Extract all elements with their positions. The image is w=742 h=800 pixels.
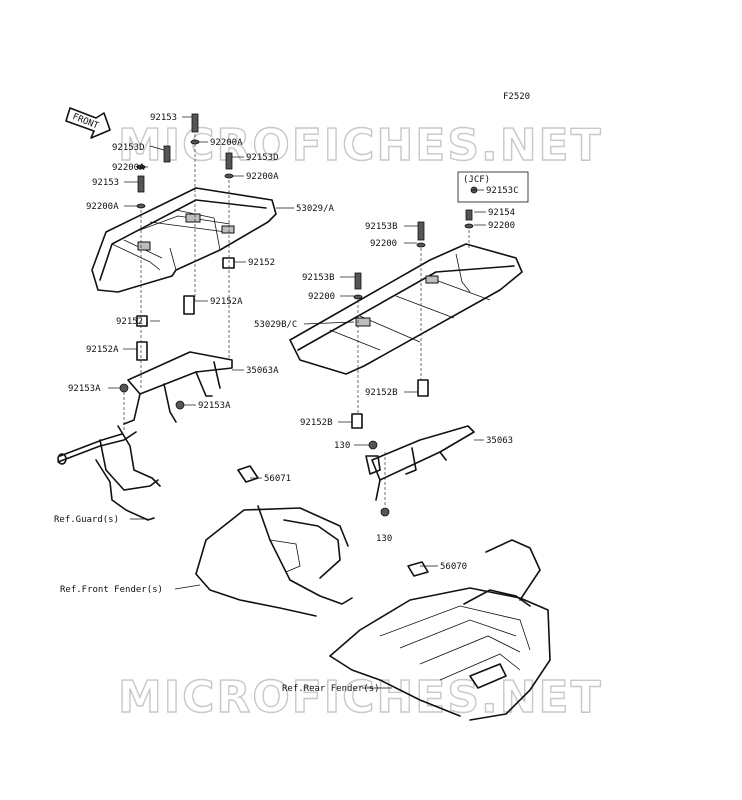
callout-label: 92153D — [246, 153, 279, 163]
callout-label: 92200 — [488, 221, 515, 231]
callout-label: 92200 — [308, 292, 335, 302]
front-bracket — [123, 351, 233, 425]
callout-label: 130 — [334, 441, 350, 451]
callout-labels: 92153 92200A 92153D 92153D 92200A 92200A… — [54, 113, 519, 694]
reference-label-front-fender: Ref.Front Fender(s) — [60, 585, 163, 595]
callout-label: 92153D — [112, 143, 145, 153]
callout-label: 92153A — [68, 384, 101, 394]
variant-box — [457, 171, 529, 203]
callout-label: 92153A — [198, 401, 231, 411]
callout-label: 92200A — [86, 202, 119, 212]
rear-carrier-rack — [289, 243, 523, 375]
reference-label-guard: Ref.Guard(s) — [54, 515, 119, 525]
callout-label: 92152 — [248, 258, 275, 268]
rear-fender — [329, 539, 551, 721]
callout-label: 35063 — [486, 436, 513, 446]
figure-code: F2520 — [503, 92, 530, 102]
callout-label: 92153B — [365, 222, 398, 232]
callout-label: 92200 — [370, 239, 397, 249]
reference-label-rear-fender: Ref.Rear Fender(s) — [282, 684, 380, 694]
rear-bracket — [365, 425, 475, 501]
variant-box-label: (JCF) — [463, 175, 490, 185]
front-carrier-rack — [91, 187, 277, 293]
callout-label: 92152B — [300, 418, 333, 428]
callout-label: 92152A — [86, 345, 119, 355]
callout-label: 92200A — [112, 163, 145, 173]
callout-label: 92200A — [210, 138, 243, 148]
callout-label: 92154 — [488, 208, 515, 218]
callout-label: 56071 — [264, 474, 291, 484]
callout-label: 35063A — [246, 366, 279, 376]
callout-label: 92153 — [92, 178, 119, 188]
callout-label: 92153B — [302, 273, 335, 283]
callout-label: 92200A — [246, 172, 279, 182]
callout-label: 92152A — [210, 297, 243, 307]
front-arrow-label: FRONT — [71, 112, 100, 132]
watermark-top: MICROFICHES.NET — [118, 120, 603, 171]
callout-label: 53029B/C — [254, 320, 297, 330]
callout-label: 53029/A — [296, 204, 335, 214]
watermark-bottom: MICROFICHES.NET — [118, 672, 603, 723]
callout-label: 92153 — [150, 113, 177, 123]
right-fasteners — [351, 209, 474, 517]
leader-lines — [108, 116, 486, 689]
front-arrow-icon: FRONT — [65, 107, 111, 139]
callout-label: 92152B — [365, 388, 398, 398]
callout-label: 92153C — [486, 186, 519, 196]
callout-label: 130 — [376, 534, 392, 544]
callout-label: 92152 — [116, 317, 143, 327]
callout-label: 56070 — [440, 562, 467, 572]
front-guard — [57, 425, 161, 521]
front-fender — [195, 465, 353, 617]
